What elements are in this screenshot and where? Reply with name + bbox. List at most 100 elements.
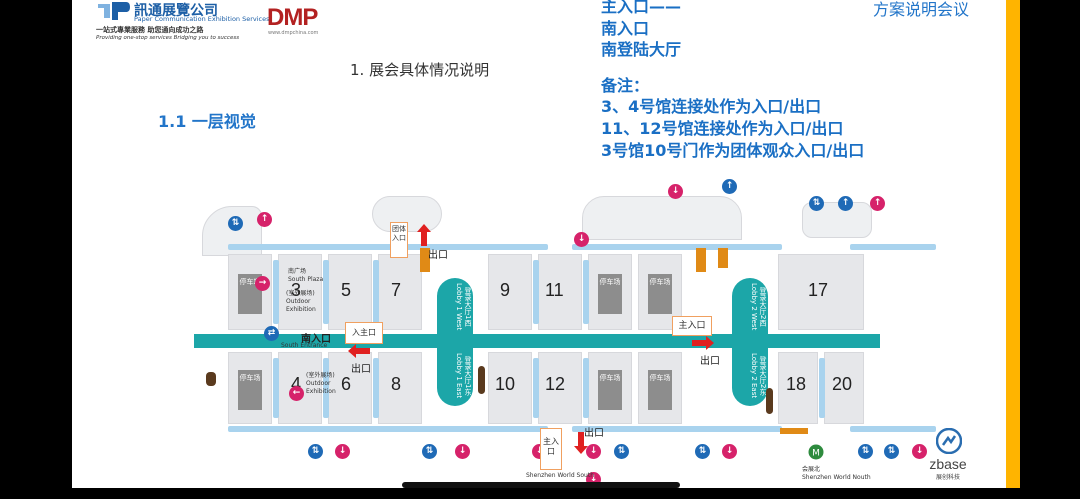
escalator-icon: ⇅ <box>884 444 899 459</box>
logo-mark-icon <box>98 2 130 20</box>
logo-text-en: Paper Communication Exhibition Services <box>134 15 270 23</box>
hall-number: 20 <box>832 374 853 394</box>
world-south-label: Shenzhen World South <box>526 472 594 479</box>
lobby-2-west: 登录大厅2西 Lobby 2 West <box>732 278 768 336</box>
walkway-stripe <box>850 244 936 250</box>
lobby-1-west: 登录大厅1西 Lobby 1 West <box>437 278 473 336</box>
hall-5 <box>328 254 372 330</box>
exit-label: 出口 <box>584 428 604 439</box>
notes-block: 主入口—— 南入口 南登陆大厅 备注： 3、4号馆连接处作为入口/出口 11、1… <box>601 0 864 161</box>
hall-number: 7 <box>391 280 402 300</box>
hall-number: 3 <box>291 280 302 300</box>
exit-label: 出口 <box>700 356 720 367</box>
escalator-icon: ⇅ <box>695 444 710 459</box>
main-entrance-box: 主入口 <box>672 316 712 336</box>
sub-title: 1.1 一层视觉 <box>158 112 256 131</box>
section-title: 1. 展会具体情况说明 <box>350 61 490 79</box>
escalator-icon: ↑ <box>722 179 737 194</box>
parking-label: 停车场 <box>238 370 262 410</box>
building-outline <box>582 196 742 240</box>
hall-18 <box>778 352 818 424</box>
logo-text-cn: 訊通展覽公司 <box>134 3 218 19</box>
main-entrance-bottom-box: 主入口 <box>540 428 562 470</box>
dmp-logo: DMP <box>267 4 318 31</box>
hall-number: 9 <box>500 280 511 300</box>
escalator-icon: ⇅ <box>858 444 873 459</box>
note-line-2: 11、12号馆连接处作为入口/出口 <box>601 118 844 138</box>
exit-icon: ↓ <box>912 444 927 459</box>
escalator-icon: ⇅ <box>422 444 437 459</box>
exit-icon: ↑ <box>257 212 272 227</box>
red-left-arrow-icon <box>348 344 370 358</box>
exit-label: 出口 <box>428 250 448 261</box>
walkway-stripe-v <box>273 358 279 418</box>
walkway-stripe <box>572 244 782 250</box>
stair-block <box>780 428 808 434</box>
hall-number: 11 <box>545 280 564 300</box>
parking-label: 停车场 <box>648 370 672 410</box>
zbase-logo: zbase 展创科技 <box>918 426 978 481</box>
subway-icon: M <box>808 444 824 460</box>
parking-label: 停车场 <box>598 274 622 314</box>
stair-block <box>718 248 728 268</box>
hall-number: 5 <box>341 280 352 300</box>
slide: 訊通展覽公司 Paper Communication Exhibition Se… <box>72 0 1006 488</box>
walkway-stripe-v <box>819 358 825 418</box>
walkway-stripe-v <box>323 358 329 418</box>
building-outline <box>802 202 872 238</box>
floor-map: 登录大厅1西 Lobby 1 West 登录大厅1东 Lobby 1 East … <box>182 176 936 487</box>
escalator-icon: ⇅ <box>809 196 824 211</box>
zbase-sub: 展创科技 <box>935 474 960 481</box>
exit-icon: ← <box>289 386 304 401</box>
red-down-arrow-icon <box>574 432 588 454</box>
hall-3 <box>278 254 322 330</box>
walkway-stripe <box>850 426 936 432</box>
hall-12 <box>538 352 582 424</box>
exit-icon: ↓ <box>586 444 601 459</box>
hall-7 <box>378 254 422 330</box>
hall-10 <box>488 352 532 424</box>
exit-icon: → <box>255 276 270 291</box>
exit-icon: ↓ <box>574 232 589 247</box>
lobby-2-east: 登录大厅2东 Lobby 2 East <box>732 346 768 406</box>
logo-slogan: 一站式專業服務 助您通向成功之路 <box>96 26 204 34</box>
hall-number: 6 <box>341 374 352 394</box>
home-indicator[interactable] <box>402 482 680 488</box>
exit-icon: ↓ <box>335 444 350 459</box>
red-right-arrow-icon <box>692 336 714 350</box>
hall-9 <box>488 254 532 330</box>
escalator-icon: ⇄ <box>264 326 279 341</box>
escalator-icon: ⇅ <box>614 444 629 459</box>
parking-label: 停车场 <box>648 274 672 314</box>
walkway-stripe-v <box>583 358 589 418</box>
exit-icon: ↓ <box>722 444 737 459</box>
main-entry-box: 入主口 <box>345 322 383 344</box>
gate-block <box>478 366 485 394</box>
red-up-arrow-icon <box>417 224 431 246</box>
svg-text:M: M <box>812 449 820 459</box>
hall-number: 18 <box>786 374 807 394</box>
escalator-icon: ↑ <box>838 196 853 211</box>
gate-block <box>766 388 773 414</box>
group-entry-box: 团体入口 <box>390 222 408 258</box>
zbase-word: zbase <box>929 456 967 472</box>
bottom-edge <box>0 488 1080 499</box>
stair-block <box>696 248 706 272</box>
walkway-stripe <box>572 426 782 432</box>
walkway-stripe-v <box>533 358 539 418</box>
hall-6 <box>328 352 372 424</box>
hall-number: 10 <box>495 374 516 394</box>
gate-block <box>206 372 216 386</box>
walkway-stripe-v <box>373 260 379 324</box>
walkway-stripe <box>228 244 548 250</box>
south-entrance-en: South Entrance <box>281 342 328 349</box>
walkway-stripe-v <box>533 260 539 324</box>
escalator-icon: ⇅ <box>308 444 323 459</box>
exit-icon: ↓ <box>668 184 683 199</box>
hall-8 <box>378 352 422 424</box>
parking-label: 停车场 <box>598 370 622 410</box>
world-north-cn: 会展北 <box>802 466 821 473</box>
escalator-icon: ⇅ <box>228 216 243 231</box>
